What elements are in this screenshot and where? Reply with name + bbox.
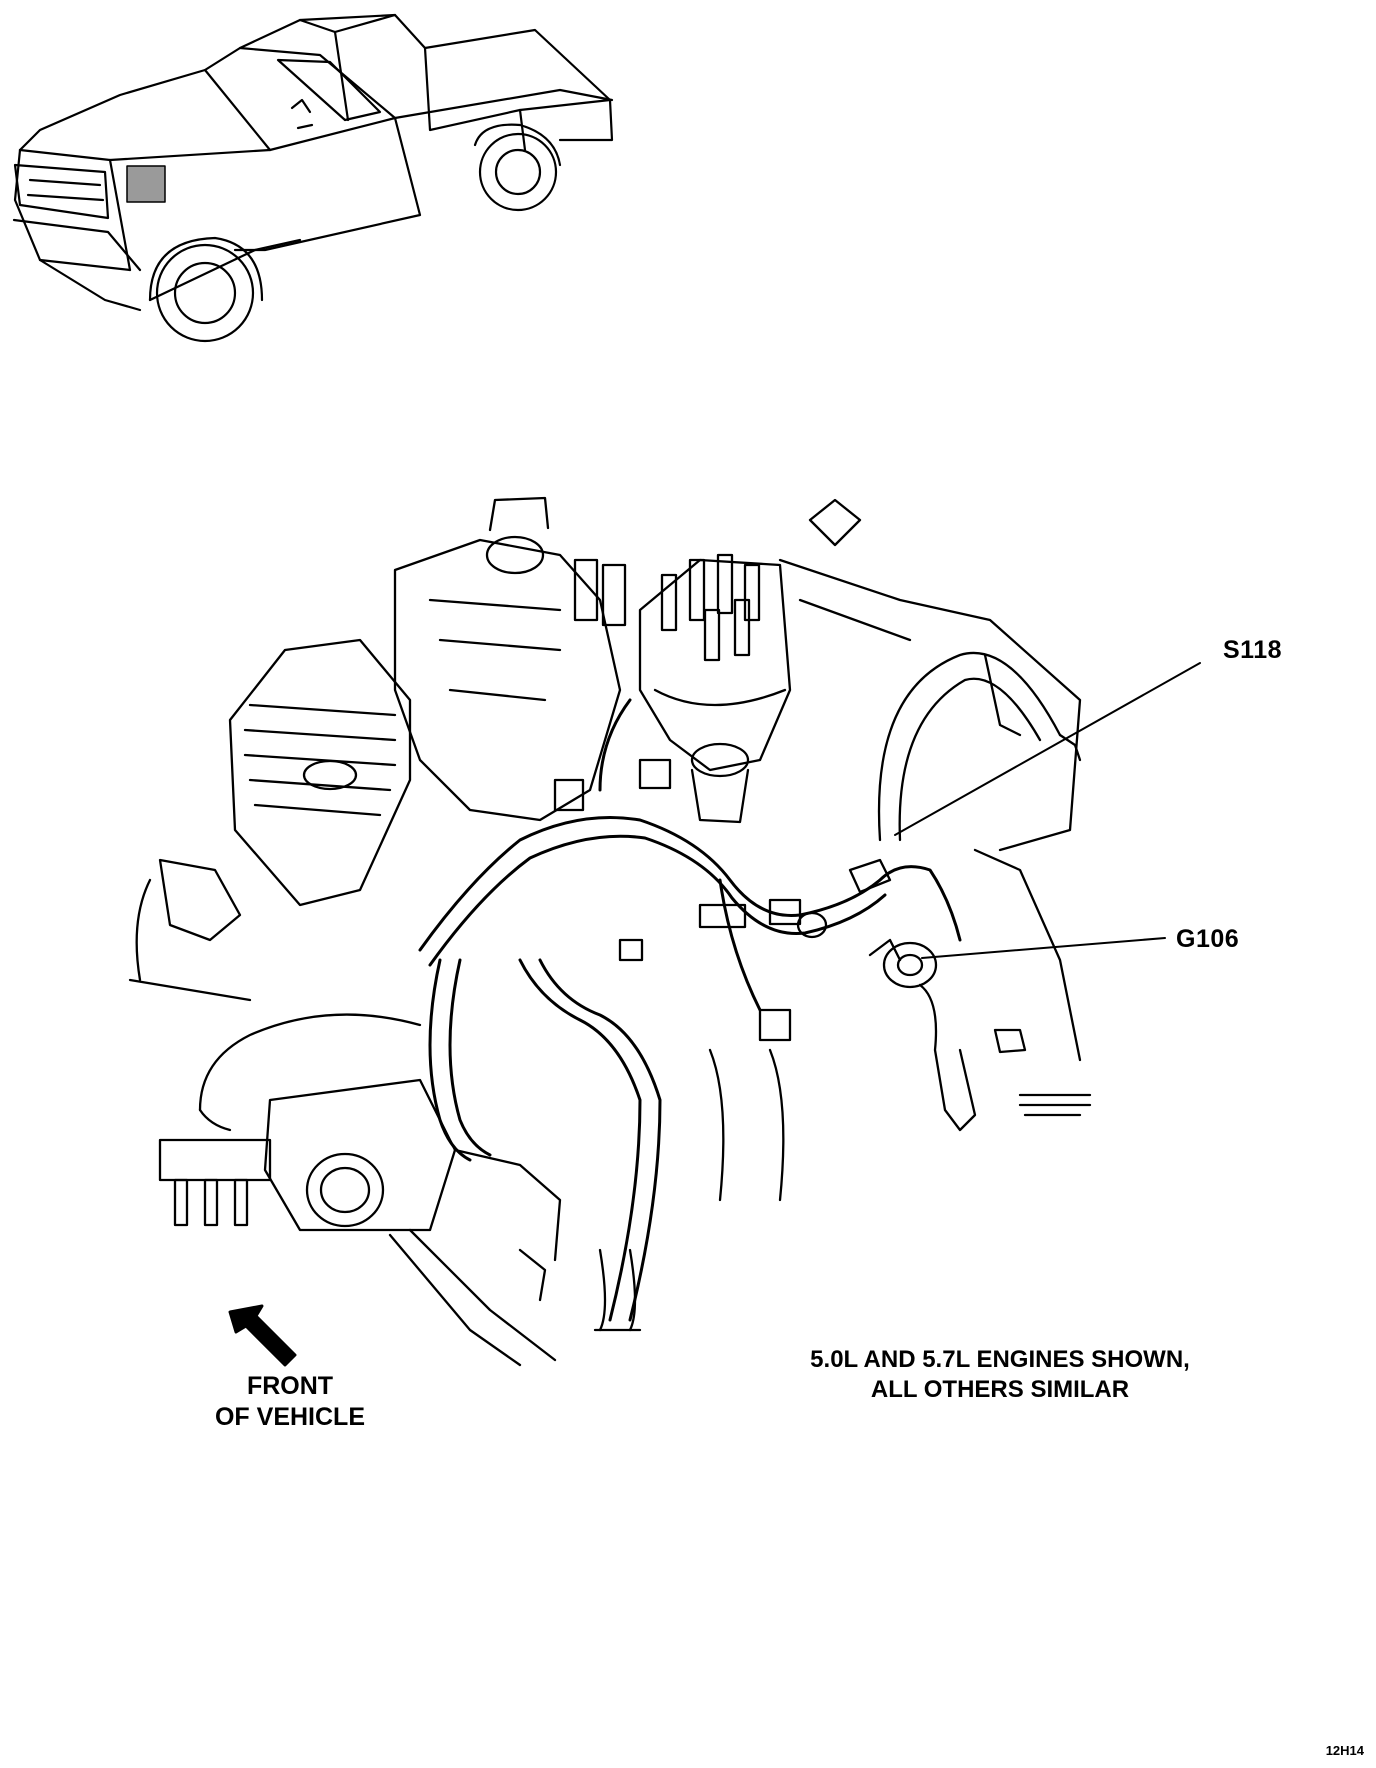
pickup-truck-icon: [12, 13, 614, 343]
intake-manifold: [393, 496, 627, 822]
caption-line-2: ALL OTHERS SIMILAR: [870, 1376, 1130, 1403]
front-line-1: FRONT: [246, 1372, 334, 1400]
front-of-vehicle-label: FRONT OF VEHICLE: [190, 1371, 390, 1433]
distributor: [638, 553, 792, 824]
ground-stud-g106: [868, 938, 1027, 1132]
front-line-2: OF VEHICLE: [214, 1403, 365, 1431]
g106-leader-line: [921, 937, 1166, 959]
valve-cover-left: [228, 638, 412, 907]
splice-label-s118: S118: [1223, 636, 1283, 664]
ground-label-g106: G106: [1176, 925, 1240, 953]
caption-line-1: 5.0L AND 5.7L ENGINES SHOWN,: [810, 1346, 1190, 1373]
exhaust-manifold: [263, 1078, 562, 1367]
harness-connectors: [553, 758, 892, 1042]
frame-rails: [128, 878, 785, 1332]
o2-sensor-lead: [158, 858, 422, 1227]
location-marker: [126, 165, 166, 203]
s118-leader-line: [894, 662, 1201, 836]
figure-code: 12H14: [1325, 1743, 1364, 1758]
radiator-hose: [778, 498, 1092, 1117]
figure-caption: 5.0L AND 5.7L ENGINES SHOWN, ALL OTHERS …: [760, 1345, 1240, 1405]
